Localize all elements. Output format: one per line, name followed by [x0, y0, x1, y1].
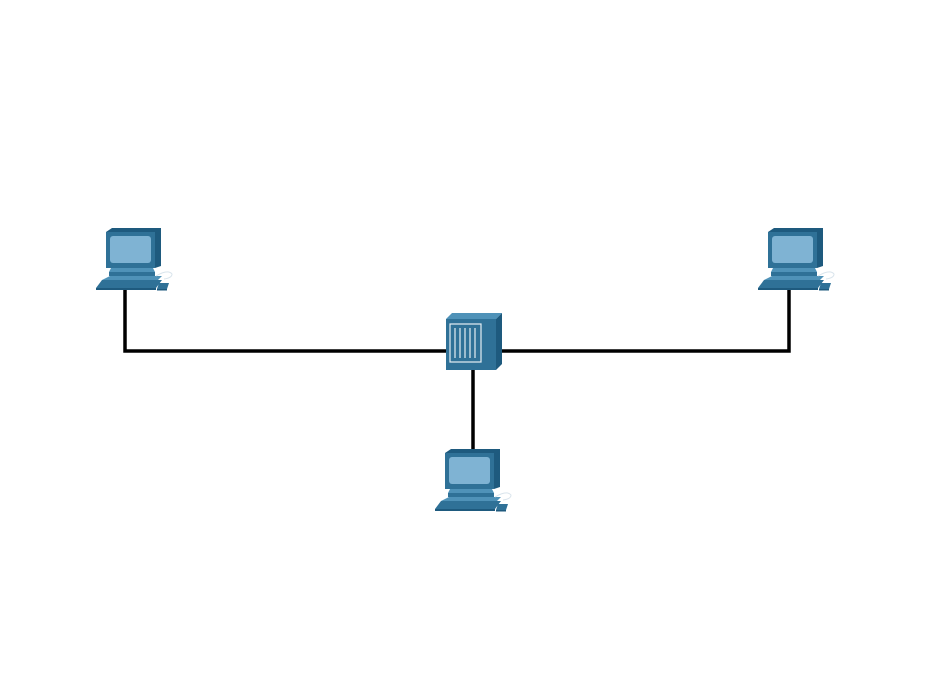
pc-bottom[interactable] [434, 448, 512, 512]
desktop-computer-icon [95, 227, 173, 291]
desktop-computer-icon [757, 227, 835, 291]
hub-icon [445, 312, 503, 371]
link-pc-right-to-hub [501, 286, 791, 353]
hub-center[interactable] [445, 312, 503, 371]
link-pc-left-to-hub [123, 286, 446, 353]
pc-right[interactable] [757, 227, 835, 291]
desktop-computer-icon [434, 448, 512, 512]
pc-left[interactable] [95, 227, 173, 291]
links-layer [123, 286, 791, 450]
